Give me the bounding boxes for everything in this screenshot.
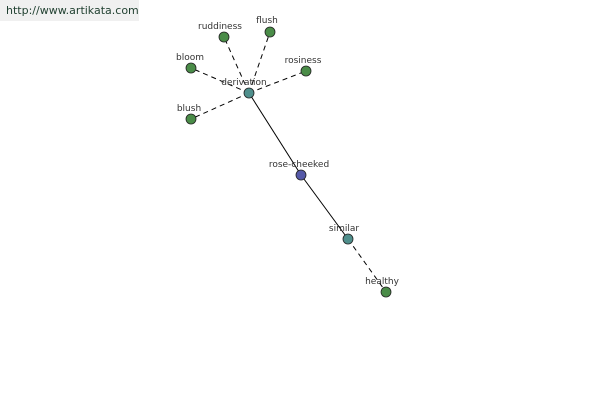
node-derivation[interactable]: derivation — [221, 78, 267, 99]
edge-derivation-blush — [190, 92, 250, 120]
node-flush[interactable]: flush — [256, 16, 278, 38]
node-healthy-label[interactable]: healthy — [365, 277, 399, 287]
edges — [190, 31, 387, 293]
node-ruddiness-dot[interactable] — [218, 31, 230, 43]
node-healthy-dot[interactable] — [380, 286, 392, 298]
edge-similar-healthy — [347, 238, 387, 293]
node-bloom[interactable]: bloom — [176, 53, 204, 74]
node-blush-label[interactable]: blush — [177, 104, 201, 114]
node-similar[interactable]: similar — [329, 224, 359, 245]
node-flush-label[interactable]: flush — [256, 16, 278, 26]
edge-rose-cheeked-similar — [300, 174, 349, 240]
node-rosiness-label[interactable]: rosiness — [285, 56, 322, 66]
node-rose-cheeked[interactable]: rose-cheeked — [269, 160, 329, 181]
edge-derivation-flush — [248, 31, 271, 94]
node-rosiness[interactable]: rosiness — [285, 56, 322, 77]
node-derivation-label[interactable]: derivation — [221, 78, 267, 88]
node-ruddiness[interactable]: ruddiness — [198, 22, 242, 43]
node-rose-cheeked-label[interactable]: rose-cheeked — [269, 160, 329, 170]
source-link[interactable]: http://www.artikata.com — [0, 0, 139, 21]
edge-derivation-ruddiness — [223, 36, 250, 94]
node-blush[interactable]: blush — [177, 104, 201, 125]
node-blush-dot[interactable] — [185, 113, 197, 125]
node-rosiness-dot[interactable] — [300, 65, 312, 77]
node-rose-cheeked-dot[interactable] — [295, 169, 307, 181]
node-derivation-dot[interactable] — [243, 87, 255, 99]
node-healthy[interactable]: healthy — [365, 277, 400, 298]
node-bloom-dot[interactable] — [185, 62, 197, 74]
edge-rose-cheeked-derivation — [248, 92, 302, 176]
edge-derivation-bloom — [190, 67, 250, 94]
node-bloom-label[interactable]: bloom — [176, 53, 204, 63]
node-similar-dot[interactable] — [342, 233, 354, 245]
edge-derivation-rosiness — [248, 70, 307, 94]
node-ruddiness-label[interactable]: ruddiness — [198, 22, 242, 32]
node-flush-dot[interactable] — [264, 26, 276, 38]
node-similar-label[interactable]: similar — [329, 224, 359, 234]
